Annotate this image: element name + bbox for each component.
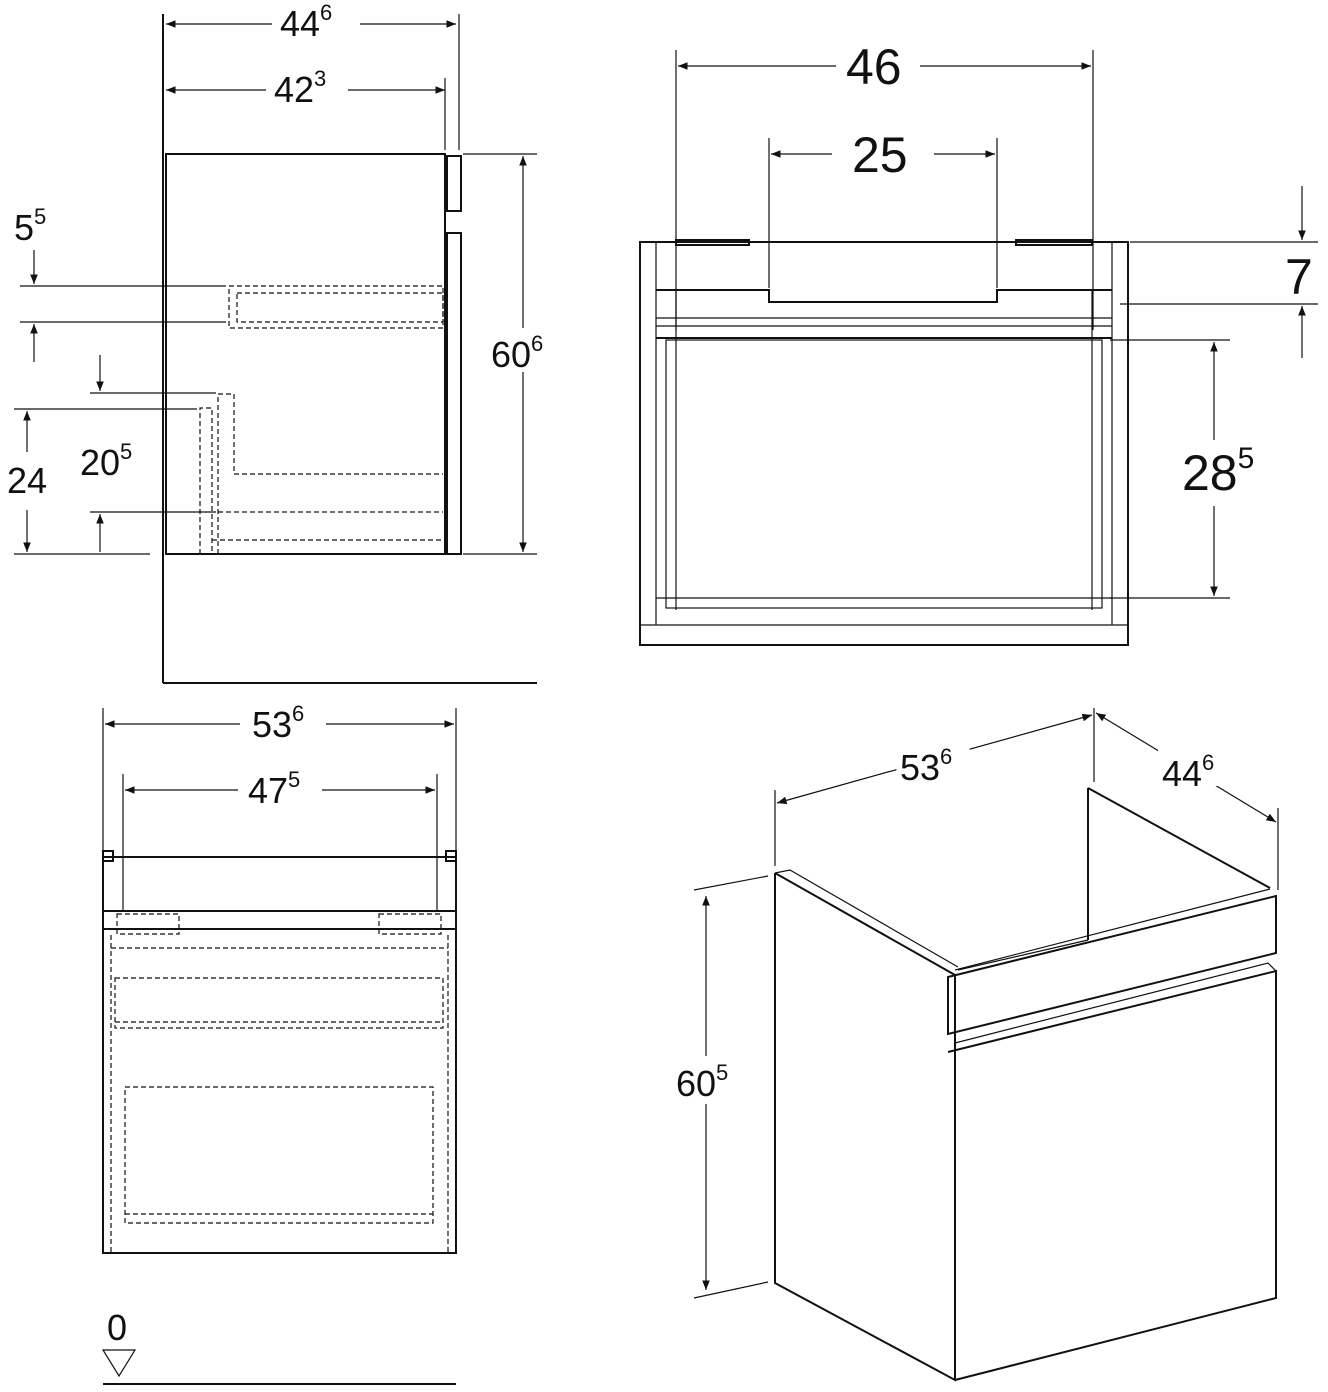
floor-level-label: 0 [107,1307,127,1348]
section-width-inner-label: 25 [852,127,908,183]
section-top-offset-label: 7 [1285,249,1313,305]
svg-text:55: 55 [14,204,46,248]
svg-text:536: 536 [252,701,304,745]
svg-text:446: 446 [1162,750,1214,794]
section-width-outer-label: 46 [846,39,902,95]
svg-text:605: 605 [676,1060,728,1104]
front-view: 536 475 0 [101,701,457,1385]
side-depth-inner-label: 423 [274,66,326,110]
side-drawer-inner-label: 205 [80,439,132,483]
svg-text:475: 475 [248,767,300,811]
front-width-inner-label: 475 [248,767,300,811]
svg-text:205: 205 [80,439,132,483]
side-drawer-pos-label: 24 [7,460,47,501]
side-depth-total-label: 446 [280,0,332,44]
iso-height-label: 605 [676,1060,728,1104]
side-height-label: 606 [491,331,543,375]
section-view: 46 25 7 285 [639,36,1318,646]
front-width-total-label: 536 [252,701,304,745]
side-top-gap-label: 55 [14,204,46,248]
side-view: 446 423 606 55 [7,0,558,684]
svg-text:536: 536 [900,744,952,788]
svg-text:423: 423 [274,66,326,110]
svg-text:285: 285 [1182,442,1254,501]
section-drawer-height-label: 285 [1182,442,1254,501]
iso-depth-label: 446 [1162,750,1214,794]
svg-text:446: 446 [280,0,332,44]
iso-width-label: 536 [900,744,952,788]
isometric-view: 536 446 605 [672,708,1279,1382]
svg-text:606: 606 [491,331,543,375]
